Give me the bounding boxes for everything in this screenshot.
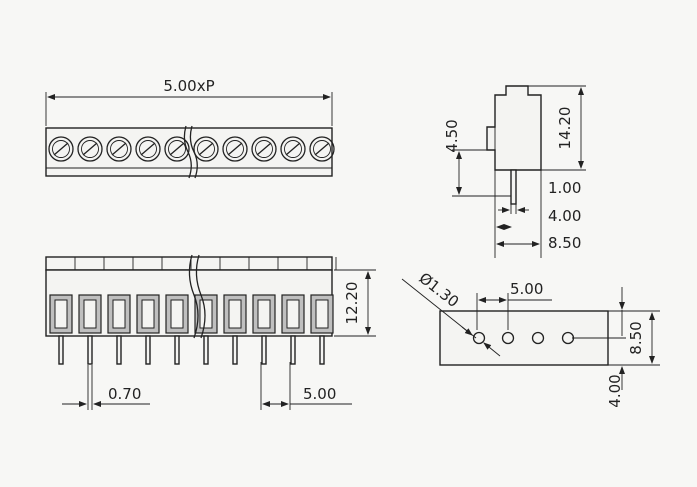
front-break-line [188,254,199,339]
screw-slot [111,142,127,156]
screw-slot [169,142,185,156]
wire-entry-hole [54,299,68,329]
screw-head [48,136,74,162]
pcb-hole [501,331,515,345]
screw-slot [285,142,301,156]
top-break-line-2 [189,125,198,179]
side-view-pin [510,169,517,205]
front-pin [116,335,122,365]
front-pin [232,335,238,365]
screw-head [309,136,335,162]
wire-entry-hole [112,299,126,329]
screw-slot [140,142,156,156]
height-side-label: 14.20 [556,107,574,150]
wire-entry-hole [257,299,271,329]
front-pin [145,335,151,365]
wire-entry-hole [228,299,242,329]
front-pin [58,335,64,365]
wire-entry-hole [199,299,213,329]
screw-head [77,136,103,162]
screw-head-inner [52,140,70,158]
hole-dia-arrow-out [483,342,501,357]
pin-width-label: 1.00 [548,179,581,197]
screw-head-inner [313,140,331,158]
screw-head-inner [110,140,128,158]
screw-slot [82,142,98,156]
screw-slot [53,142,69,156]
front-height-label: 12.20 [343,282,361,325]
screw-head-inner [139,140,157,158]
hole-dia-arrow-in [461,326,473,336]
hole-diameter-label: Ø1.30 [416,269,463,311]
screw-head [222,136,248,162]
screw-head [164,136,190,162]
overall-length-label: 5.00xP [163,77,214,95]
front-pin [203,335,209,365]
screw-slot [227,142,243,156]
top-break-line [183,125,192,179]
front-pin [261,335,267,365]
front-view: 12.20 0.70 5.00 [45,254,376,410]
screw-head [135,136,161,162]
front-cells [49,257,337,334]
screw-head [106,136,132,162]
screw-head-inner [284,140,302,158]
screw-slot [314,142,330,156]
screw-head-inner [255,140,273,158]
depth-label: 8.50 [548,234,581,252]
screw-head-inner [226,140,244,158]
wire-entry-height-label: 4.50 [443,119,461,152]
screw-slot [198,142,214,156]
pcb-hole [531,331,545,345]
wire-entry-hole [141,299,155,329]
pin-diameter-label: 0.70 [108,385,141,403]
pcb-row-offset-label: 4.00 [606,374,624,407]
wire-entry-hole [315,299,329,329]
pcb-depth-label: 8.50 [627,321,645,354]
front-pitch-label: 5.00 [303,385,336,403]
wire-entry-hole [83,299,97,329]
front-pin [319,335,325,365]
screw-heads [48,136,335,162]
screw-head-inner [81,140,99,158]
side-view: 14.20 4.50 1.00 4.00 8.50 [443,85,586,258]
front-break-line-2 [195,254,206,339]
front-pin [174,335,180,365]
pcb-pitch-label: 5.00 [510,280,543,298]
wire-entry-hole [286,299,300,329]
pin-offset-label: 4.00 [548,207,581,225]
front-pin [87,335,93,365]
screw-head [251,136,277,162]
front-pin [290,335,296,365]
top-view: 5.00xP [45,77,335,179]
wire-entry-hole [170,299,184,329]
pcb-layout-view: Ø1.30 5.00 8.50 4.00 [401,269,660,408]
screw-head [280,136,306,162]
screw-head-inner [197,140,215,158]
pcb-hole [472,331,486,345]
screw-head [193,136,219,162]
screw-head-inner [168,140,186,158]
front-pins [58,335,325,365]
screw-slot [256,142,272,156]
